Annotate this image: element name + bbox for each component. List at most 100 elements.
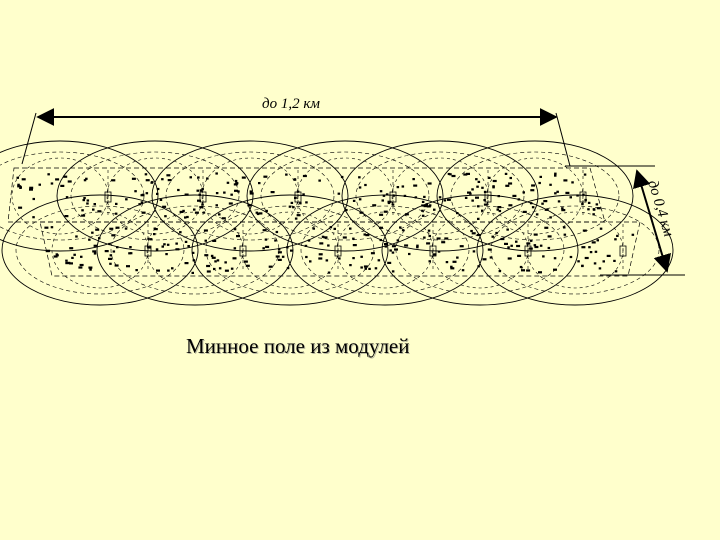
mine-marker — [553, 268, 557, 271]
module-core-ellipse — [526, 211, 624, 289]
mine-marker — [531, 184, 536, 187]
mine-marker — [526, 269, 531, 272]
mine-marker — [498, 270, 502, 273]
mine-marker — [204, 254, 209, 257]
mine-marker — [349, 227, 352, 230]
mine-marker — [263, 175, 268, 178]
mine-marker — [505, 184, 510, 187]
mine-marker — [425, 203, 428, 206]
mine-marker — [156, 192, 159, 195]
mine-marker — [296, 190, 300, 193]
mine-marker — [19, 186, 22, 189]
mine-marker — [189, 176, 192, 179]
mine-marker — [293, 178, 297, 181]
mine-marker — [162, 205, 167, 208]
mine-marker — [116, 246, 119, 249]
mine-marker — [38, 183, 41, 186]
mine-marker — [534, 245, 539, 249]
mine-marker — [498, 209, 502, 213]
mine-marker — [153, 227, 157, 230]
mine-marker — [507, 257, 512, 260]
mine-marker — [236, 235, 240, 238]
module-connector — [619, 245, 627, 257]
mine-marker — [325, 259, 329, 262]
mine-marker — [563, 179, 568, 182]
mine-marker — [584, 256, 589, 260]
mine-marker — [129, 246, 132, 249]
mine-marker — [206, 177, 209, 180]
module-inner-ellipse — [165, 151, 335, 241]
mine-marker — [370, 252, 375, 255]
module-inner-ellipse — [70, 151, 240, 241]
mine-marker — [243, 260, 248, 263]
module-outer-ellipse — [0, 140, 159, 252]
mine-marker — [85, 177, 88, 180]
mine-marker — [554, 192, 557, 195]
mine-marker — [175, 242, 178, 245]
mine-marker — [596, 239, 599, 242]
mine-marker — [296, 214, 301, 217]
mine-marker — [582, 229, 587, 232]
mine-marker — [111, 234, 116, 237]
mine-marker — [215, 172, 218, 175]
mine-marker — [606, 254, 611, 257]
mine-marker — [218, 213, 221, 216]
mine-marker — [528, 247, 533, 250]
mine-marker — [179, 231, 182, 234]
depth-arrow — [633, 169, 671, 273]
length-extension-right — [555, 112, 571, 167]
bottom-band-outline — [39, 221, 641, 277]
mine-marker — [65, 196, 69, 199]
mine-marker — [512, 194, 517, 197]
mine-marker — [184, 216, 187, 219]
mine-marker — [95, 228, 100, 231]
mine-marker — [191, 251, 195, 254]
mine-marker — [477, 217, 480, 220]
mine-marker — [391, 245, 396, 248]
mine-marker — [166, 174, 171, 177]
mine-marker — [69, 262, 73, 265]
mine-marker — [471, 199, 474, 202]
mine-marker — [262, 229, 267, 232]
mine-marker — [483, 203, 488, 206]
mine-marker — [463, 173, 468, 176]
mine-marker — [509, 176, 512, 180]
diagram-caption: Минное поле из модулей — [186, 334, 410, 358]
mine-marker — [156, 269, 160, 272]
mine-marker — [561, 209, 566, 212]
mine-marker — [379, 213, 384, 216]
module-inner-ellipse — [300, 205, 470, 295]
mine-marker — [464, 196, 468, 199]
mine-marker — [196, 189, 199, 192]
mine-marker — [302, 174, 307, 178]
mine-marker — [582, 193, 585, 196]
mine-marker — [277, 248, 281, 251]
mine-marker — [111, 179, 116, 182]
mine-marker — [491, 235, 494, 238]
mine-marker — [60, 184, 65, 187]
mine-marker — [569, 255, 573, 259]
mine-marker — [167, 269, 170, 272]
mine-marker — [201, 187, 204, 190]
mine-marker — [426, 242, 431, 245]
mine-marker — [164, 215, 167, 218]
mine-marker — [233, 247, 237, 250]
mine-marker — [333, 227, 336, 230]
mine-marker — [204, 239, 207, 242]
mine-marker — [516, 244, 521, 248]
mine-marker — [302, 193, 305, 196]
mine-marker — [327, 271, 331, 274]
length-extension-left — [21, 112, 37, 165]
mine-marker — [258, 182, 261, 185]
mine-marker — [492, 185, 495, 188]
mine-marker — [147, 246, 152, 249]
mine-marker — [88, 266, 93, 269]
mine-marker — [199, 189, 203, 192]
mine-marker — [577, 260, 580, 263]
module-outer-ellipse — [381, 194, 579, 306]
mine-marker — [522, 210, 527, 213]
mine-marker — [147, 237, 150, 240]
mine-marker — [543, 200, 548, 203]
mine-marker — [140, 194, 145, 197]
mine-marker — [613, 259, 616, 262]
